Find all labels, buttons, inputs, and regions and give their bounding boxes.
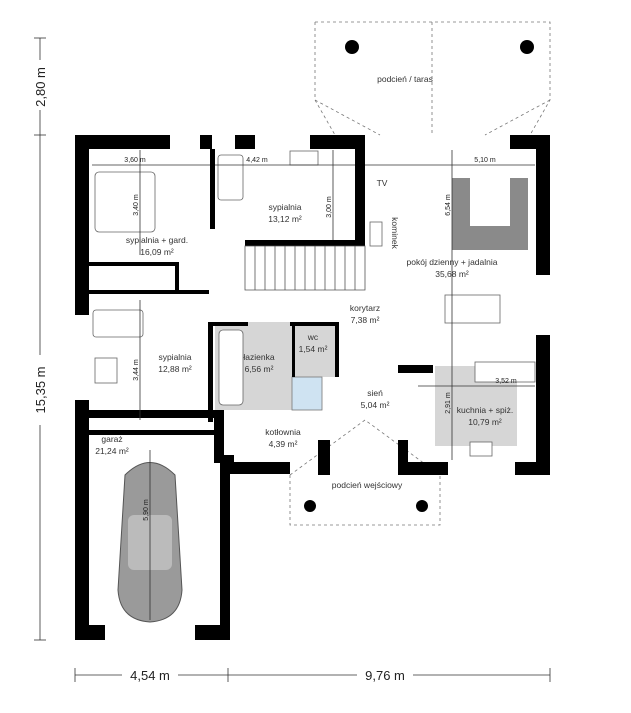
room-area: 16,09 m² (140, 247, 174, 257)
fireplace-label: kominek (390, 217, 400, 249)
room-name: korytarz (350, 303, 380, 313)
room-name: pokój dzienny + jadalnia (407, 257, 498, 267)
column-icon (345, 40, 359, 54)
room-name: sypialnia + gard. (126, 235, 188, 245)
bed (94, 171, 156, 233)
room-name: sypialnia (158, 352, 191, 362)
room-name: podcień / taras (377, 74, 433, 84)
room-area: 13,12 m² (268, 214, 302, 224)
room-area: 5,04 m² (361, 400, 390, 410)
bathtub (218, 329, 244, 406)
bed (92, 309, 144, 338)
room-name: garaż (101, 434, 122, 444)
room-area: 10,79 m² (468, 417, 502, 427)
terrace-depth-label: 2,80 m (33, 67, 48, 107)
dim-label: 2,91 m (445, 392, 452, 414)
dim-label: 6,54 m (445, 194, 452, 216)
stairs (244, 245, 366, 291)
room-name: kotłownia (265, 427, 301, 437)
room-area: 4,39 m² (269, 439, 298, 449)
desk (289, 150, 319, 166)
dining-table (444, 294, 501, 324)
room-labels: podcień / taras sypialnia + gard. 16,09 … (95, 74, 513, 490)
column-icon (520, 40, 534, 54)
sofa-gap (470, 178, 510, 226)
tv-label: TV (377, 178, 388, 188)
dim-label: 3,40 m (133, 194, 140, 216)
room-name: wc (307, 332, 319, 342)
dim-label: 3,60 m (124, 157, 146, 164)
dim-label: 3,00 m (326, 196, 333, 218)
kitchen-counter (474, 361, 536, 383)
shower (291, 376, 323, 411)
room-name: łazienka (243, 352, 274, 362)
room-name: sypialnia (268, 202, 301, 212)
dim-label: 3,44 m (133, 359, 140, 381)
room-area: 6,56 m² (245, 364, 274, 374)
bed (217, 154, 244, 201)
room-dimension-lines (92, 150, 535, 620)
room-area: 35,68 m² (435, 269, 469, 279)
room-area: 21,24 m² (95, 446, 129, 456)
room-name: podcień wejściowy (332, 480, 403, 490)
dim-label: 4,42 m (246, 157, 268, 164)
fireplace (369, 221, 383, 247)
wc-floor (295, 322, 335, 377)
sink (469, 441, 493, 457)
total-depth-label: 15,35 m (33, 367, 48, 414)
left-width-label: 4,54 m (130, 668, 170, 683)
desk (94, 357, 118, 384)
column-icon (304, 500, 316, 512)
room-area: 1,54 m² (299, 344, 328, 354)
terrace (314, 21, 551, 136)
dim-label: 5,90 m (143, 499, 150, 521)
room-area: 12,88 m² (158, 364, 192, 374)
walls (75, 135, 550, 640)
right-width-label: 9,76 m (365, 668, 405, 683)
dim-label: 5,10 m (474, 157, 496, 164)
room-name: kuchnia + spiż. (457, 405, 513, 415)
room-name: sień (367, 388, 383, 398)
entrance-porch (289, 419, 441, 526)
room-area: 7,38 m² (351, 315, 380, 325)
room-dimension-labels: 3,60 m 4,42 m 5,10 m 3,52 m 3,40 m 3,00 … (124, 157, 517, 521)
dim-label: 3,52 m (495, 378, 517, 385)
column-icon (416, 500, 428, 512)
